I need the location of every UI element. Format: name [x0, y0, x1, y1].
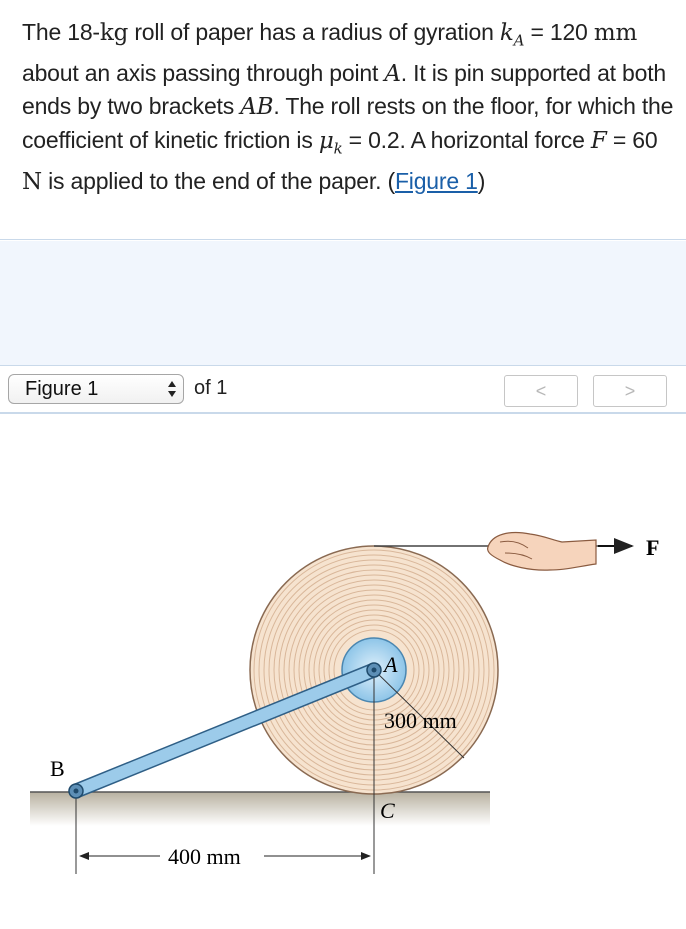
bracket-AB — [68, 662, 382, 799]
hand-icon — [487, 531, 597, 571]
text-segment: = 0.2. A horizontal force — [342, 126, 591, 153]
var-AB: AB — [240, 94, 274, 121]
var-k-subscript: A — [513, 31, 525, 50]
text-segment: about an axis passing through point — [22, 60, 385, 86]
radius-dimension-line — [373, 669, 465, 759]
figure-select[interactable]: Figure 1 — [8, 374, 184, 404]
unit-N: N — [22, 168, 42, 195]
text-segment: . It is pin supported at both ends by tw… — [22, 60, 667, 120]
figure-count: of 1 — [194, 377, 228, 399]
var-A: A — [384, 61, 401, 87]
problem-text: The 18-kg roll of paper has a radius of … — [22, 16, 678, 198]
text-segment: roll of paper has a radius of gyration — [128, 19, 500, 45]
label-F: F — [646, 535, 659, 560]
text-segment: ) — [477, 167, 486, 194]
problem-statement: The 18-kg roll of paper has a radius of … — [0, 0, 686, 240]
var-mu-subscript: k — [333, 139, 343, 158]
text-segment: . The roll rests on the floor, for which… — [22, 93, 674, 153]
text-segment: is applied to the end of the paper. ( — [41, 167, 395, 194]
label-B: B — [50, 756, 65, 781]
figure-toolbar: Figure 1 of 1 < > — [0, 366, 686, 414]
next-figure-button[interactable]: > — [593, 375, 667, 407]
answer-area — [0, 241, 686, 366]
prev-figure-button[interactable]: < — [504, 375, 578, 407]
text-segment: = 120 — [524, 19, 594, 45]
text-segment: = 60 — [606, 126, 658, 153]
var-mu: μ — [318, 127, 334, 154]
floor — [30, 792, 490, 826]
unit-mm: mm — [593, 20, 638, 46]
label-A: A — [382, 652, 398, 677]
figure-link[interactable]: Figure 1 — [394, 167, 478, 194]
dim-horizontal-label: 400 mm — [168, 844, 241, 869]
var-k: k — [499, 20, 514, 46]
figure-panel: F A B C 300 mm 400 mm — [0, 414, 686, 924]
unit-kg: kg — [99, 20, 129, 46]
select-arrows-icon — [168, 381, 176, 397]
paper-roll-diagram: F A B C 300 mm 400 mm — [30, 531, 659, 874]
text-segment: The 18- — [22, 19, 100, 45]
label-C: C — [380, 798, 395, 823]
figure-select-value: Figure 1 — [25, 378, 99, 400]
var-F: F — [590, 127, 607, 154]
dim-radius-label: 300 mm — [384, 708, 457, 733]
